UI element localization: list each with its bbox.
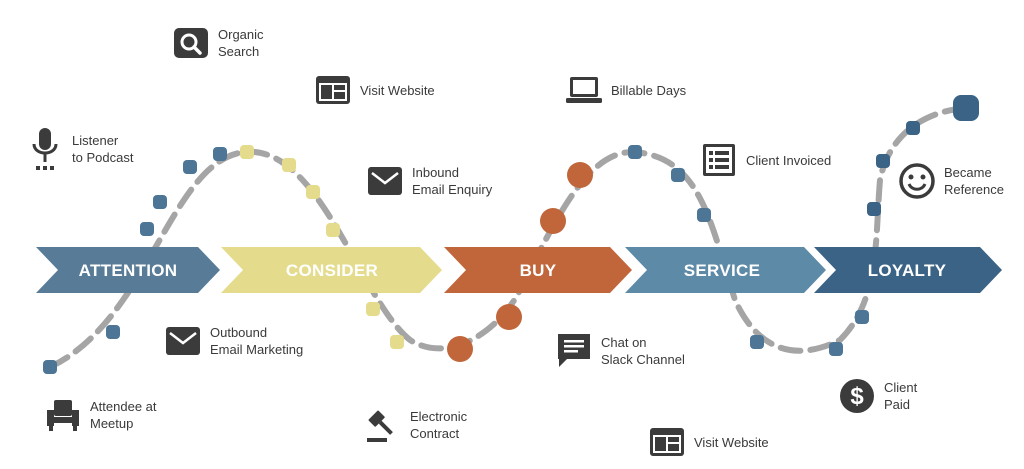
- touchpoint-label: Inbound Email Enquiry: [412, 165, 493, 197]
- stage-consider-arrow: [221, 247, 442, 293]
- touchpoint-chat-slack: Chat on Slack Channel: [555, 332, 685, 370]
- touchpoint-label: Visit Website: [360, 82, 435, 98]
- stage-loyalty-arrow: [814, 247, 1002, 293]
- journey-dot: [306, 185, 320, 199]
- journey-dot: [43, 360, 57, 374]
- touchpoint-label: Organic Search: [218, 27, 264, 59]
- touchpoint-label: Electronic Contract: [410, 409, 468, 441]
- stage-buy-arrow: [444, 247, 632, 293]
- stage-label-service: SERVICE: [684, 261, 760, 280]
- touchpoint-attendee-meetup: Attendee at Meetup: [44, 396, 157, 434]
- touchpoint-outbound-email: Outbound Email Marketing: [164, 322, 303, 360]
- armchair-icon: [44, 396, 82, 434]
- stage-label-buy: BUY: [520, 261, 557, 280]
- journey-dot: [496, 304, 522, 330]
- journey-dot: [697, 208, 711, 222]
- journey-dot: [906, 121, 920, 135]
- stage-label-loyalty: LOYALTY: [868, 261, 947, 280]
- touchpoint-visit-website-top: Visit Website: [314, 71, 435, 109]
- magnifier-icon: [172, 24, 210, 62]
- journey-dot: [282, 158, 296, 172]
- journey-dot: [855, 310, 869, 324]
- stage-attention-arrow: [36, 247, 220, 293]
- journey-dot: [867, 202, 881, 216]
- stage-label-consider: CONSIDER: [286, 261, 378, 280]
- laptop-icon: [565, 71, 603, 109]
- touchpoint-client-paid: $ Client Paid: [838, 377, 917, 415]
- journey-dot: [183, 160, 197, 174]
- svg-text:$: $: [850, 383, 864, 410]
- dollar-coin-icon: $: [838, 377, 876, 415]
- touchpoint-inbound-email: Inbound Email Enquiry: [366, 162, 492, 200]
- touchpoint-visit-website-bottom: Visit Website: [648, 423, 769, 461]
- journey-dot: [106, 325, 120, 339]
- browser-window-icon: [648, 423, 686, 461]
- microphone-icon: [26, 128, 64, 170]
- touchpoint-label: Listener to Podcast: [72, 133, 134, 165]
- journey-dot: [140, 222, 154, 236]
- journey-dot: [567, 162, 593, 188]
- touchpoint-label: Became Reference: [944, 165, 1004, 197]
- gavel-icon: [364, 406, 402, 444]
- touchpoint-organic-search: Organic Search: [172, 24, 264, 62]
- invoice-icon: [700, 141, 738, 179]
- touchpoint-listener-podcast: Listener to Podcast: [26, 128, 134, 170]
- touchpoint-became-reference: Became Reference: [898, 162, 1004, 200]
- smiley-icon: [898, 162, 936, 200]
- browser-window-icon: [314, 71, 352, 109]
- envelope-icon: [366, 162, 404, 200]
- journey-dot: [829, 342, 843, 356]
- chat-bubble-icon: [555, 332, 593, 370]
- journey-dot: [153, 195, 167, 209]
- touchpoint-label: Billable Days: [611, 82, 687, 98]
- stage-service-arrow: [625, 247, 826, 293]
- stage-arrows: ATTENTION CONSIDER BUY SERVICE LOYALTY: [36, 247, 1002, 293]
- journey-dot: [390, 335, 404, 349]
- journey-dot: [366, 302, 380, 316]
- journey-dot: [540, 208, 566, 234]
- stage-label-attention: ATTENTION: [79, 261, 178, 280]
- touchpoint-label: Chat on Slack Channel: [601, 335, 685, 367]
- journey-dots: [43, 95, 979, 374]
- touchpoint-electronic-contract: Electronic Contract: [364, 406, 467, 444]
- touchpoint-label: Visit Website: [694, 434, 769, 450]
- touchpoint-label: Attendee at Meetup: [90, 399, 157, 431]
- touchpoint-client-invoiced: Client Invoiced: [700, 141, 831, 179]
- touchpoint-label: Client Paid: [884, 380, 918, 412]
- journey-dot: [671, 168, 685, 182]
- journey-dot: [326, 223, 340, 237]
- touchpoint-label: Outbound Email Marketing: [210, 325, 304, 357]
- envelope-icon: [164, 322, 202, 360]
- journey-dot-end: [953, 95, 979, 121]
- touchpoint-billable-days: Billable Days: [565, 71, 686, 109]
- journey-dot: [447, 336, 473, 362]
- journey-dot: [213, 147, 227, 161]
- journey-dot: [240, 145, 254, 159]
- journey-dot: [750, 335, 764, 349]
- journey-dot: [876, 154, 890, 168]
- journey-dot: [628, 145, 642, 159]
- touchpoint-label: Client Invoiced: [746, 152, 832, 168]
